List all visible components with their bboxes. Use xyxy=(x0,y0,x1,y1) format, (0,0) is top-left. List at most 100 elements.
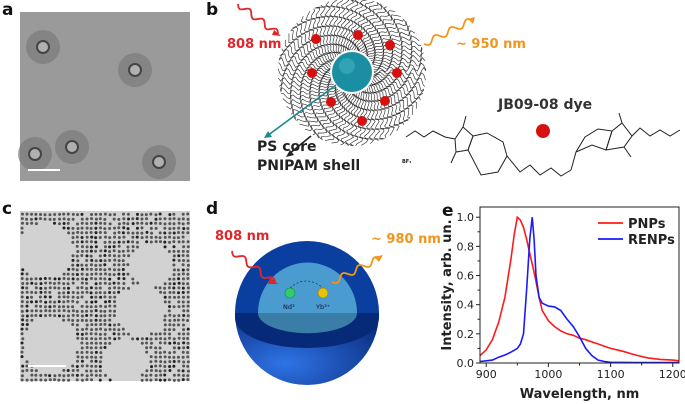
nanoparticle xyxy=(94,226,98,230)
nanoparticle xyxy=(90,235,94,239)
panel-label-e: e xyxy=(442,201,454,221)
nanoparticle xyxy=(186,231,190,235)
nanoparticle xyxy=(163,235,167,239)
nanoparticle xyxy=(186,364,190,368)
polymer-chain xyxy=(372,78,424,100)
nanoparticle xyxy=(172,258,176,262)
nanoparticle xyxy=(85,378,89,382)
nanoparticle xyxy=(108,291,112,295)
polymer-chain xyxy=(361,91,385,139)
excitation-label-b: 808 nm xyxy=(227,37,281,52)
nanoparticle xyxy=(131,249,135,253)
counterion-label: BF₄ xyxy=(402,159,411,165)
nanoparticle xyxy=(89,318,93,322)
nanoparticle xyxy=(44,286,48,290)
x-tick-label: 1200 xyxy=(659,368,685,381)
nanoparticle xyxy=(62,378,66,382)
nanoparticle xyxy=(20,272,24,276)
nanoparticle xyxy=(85,235,89,239)
tem-particle xyxy=(36,40,50,54)
nanoparticle xyxy=(53,374,57,378)
nanoparticle xyxy=(94,318,98,322)
nanoparticle xyxy=(158,221,162,225)
nanoparticle xyxy=(89,231,93,235)
nanoparticle xyxy=(57,286,61,290)
nanoparticle xyxy=(177,226,181,230)
panel-a: a xyxy=(2,0,190,181)
nd-ion xyxy=(284,287,296,299)
nanoparticle xyxy=(127,286,131,290)
nanoparticle xyxy=(121,259,125,263)
nanoparticle xyxy=(80,240,84,244)
nanoparticle xyxy=(67,231,71,235)
nanoparticle xyxy=(135,212,139,216)
nanoparticle xyxy=(173,341,177,345)
nanoparticle xyxy=(62,300,66,304)
nanoparticle xyxy=(168,227,172,231)
nanoparticle xyxy=(140,221,144,225)
nanoparticle xyxy=(163,217,167,221)
nanoparticle xyxy=(75,350,79,354)
nanoparticle xyxy=(149,235,153,239)
polymer-chain xyxy=(282,79,332,105)
nanoparticle xyxy=(71,299,75,303)
nanoparticle xyxy=(71,322,75,326)
nanoparticle xyxy=(186,282,190,286)
nanoparticle xyxy=(181,304,185,308)
nanoparticle xyxy=(99,341,103,345)
nanoparticle xyxy=(67,318,71,322)
nanoparticle xyxy=(108,273,112,277)
nanoparticle xyxy=(66,305,70,309)
nanoparticle xyxy=(113,231,117,235)
nanoparticle xyxy=(108,314,112,318)
nanoparticle xyxy=(48,374,52,378)
nanoparticle xyxy=(145,222,149,226)
nanoparticle xyxy=(99,221,103,225)
nanoparticle xyxy=(181,277,185,281)
nanoparticle xyxy=(89,309,93,313)
polymer-chain xyxy=(369,84,414,115)
nanoparticle xyxy=(186,351,190,355)
nanoparticle xyxy=(177,240,181,244)
nanoparticle xyxy=(126,272,130,276)
nanoparticle xyxy=(52,217,56,221)
nanoparticle xyxy=(131,217,135,221)
nanoparticle xyxy=(186,217,190,221)
nanoparticle xyxy=(76,250,80,254)
polymer-chain xyxy=(281,44,332,65)
nanoparticle xyxy=(85,286,89,290)
nanoparticle xyxy=(34,309,38,313)
nanoparticle xyxy=(186,327,190,331)
nanoparticle xyxy=(94,350,98,354)
nanoparticle xyxy=(186,240,190,244)
nanoparticle xyxy=(154,221,158,225)
nanoparticle xyxy=(149,355,153,359)
nanoparticle xyxy=(76,336,80,340)
nanoparticle xyxy=(20,212,24,216)
nanoparticle xyxy=(89,277,93,281)
nanoparticle xyxy=(108,323,112,327)
nanoparticle xyxy=(135,217,139,221)
nanoparticle xyxy=(177,373,181,377)
nanoparticle xyxy=(172,226,176,230)
nanoparticle xyxy=(39,286,43,290)
nanoparticle xyxy=(80,359,84,363)
nanoparticle xyxy=(103,254,107,258)
nanoparticle xyxy=(186,268,190,272)
nanoparticle xyxy=(122,254,126,258)
nanoparticle xyxy=(145,341,149,345)
nanoparticle xyxy=(181,350,185,354)
nanoparticle xyxy=(158,240,162,244)
nanoparticle xyxy=(80,318,84,322)
shell-pointer-arrowhead xyxy=(286,150,294,157)
nanoparticle xyxy=(168,318,172,322)
nanoparticle xyxy=(158,355,162,359)
nanoparticle xyxy=(122,332,126,336)
nanoparticle xyxy=(145,235,149,239)
nanoparticle xyxy=(57,277,61,281)
nanoparticle xyxy=(53,286,57,290)
excitation-arrowhead-d xyxy=(268,277,278,284)
nanoparticle xyxy=(80,221,84,225)
